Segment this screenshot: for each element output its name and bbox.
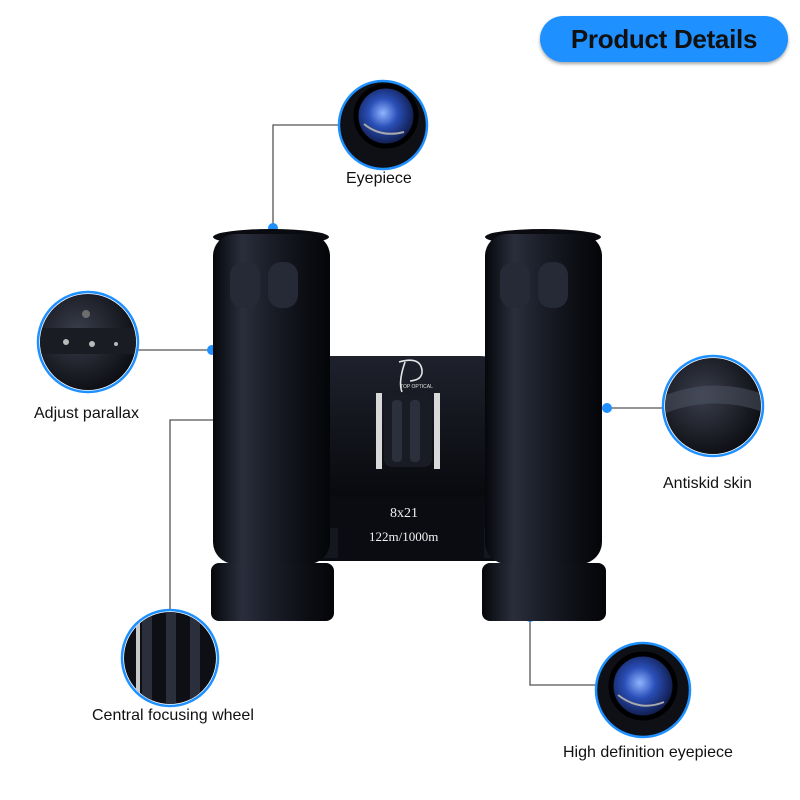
eyepiece-label: Eyepiece bbox=[346, 170, 412, 187]
focus-wheel-inset bbox=[120, 608, 220, 708]
antiskid-dot bbox=[602, 403, 612, 413]
focusing-wheel bbox=[376, 393, 440, 469]
callout-lines bbox=[137, 124, 664, 686]
product-details-title: Product Details bbox=[540, 16, 788, 62]
antiskid-skin-label: Antiskid skin bbox=[663, 475, 752, 492]
left-barrel bbox=[211, 229, 334, 621]
central-focusing-wheel-label: Central focusing wheel bbox=[92, 707, 254, 724]
hd-eyepiece-leader bbox=[529, 617, 600, 686]
adjust-parallax-label: Adjust parallax bbox=[34, 405, 139, 422]
hd-eyepiece-label: High definition eyepiece bbox=[563, 744, 733, 761]
eyepiece-inset bbox=[337, 79, 429, 171]
antiskid-inset bbox=[661, 354, 765, 458]
brand-logo bbox=[398, 359, 423, 393]
brand-name: TOP OPTICAL bbox=[400, 384, 433, 390]
right-barrel bbox=[482, 229, 606, 621]
field-of-view-label: 122m/1000m bbox=[369, 529, 439, 544]
eyepiece-leader bbox=[272, 124, 345, 227]
magnification-label: 8x21 bbox=[390, 506, 418, 521]
parallax-inset bbox=[36, 290, 140, 394]
hd-eyepiece-inset bbox=[594, 641, 692, 739]
